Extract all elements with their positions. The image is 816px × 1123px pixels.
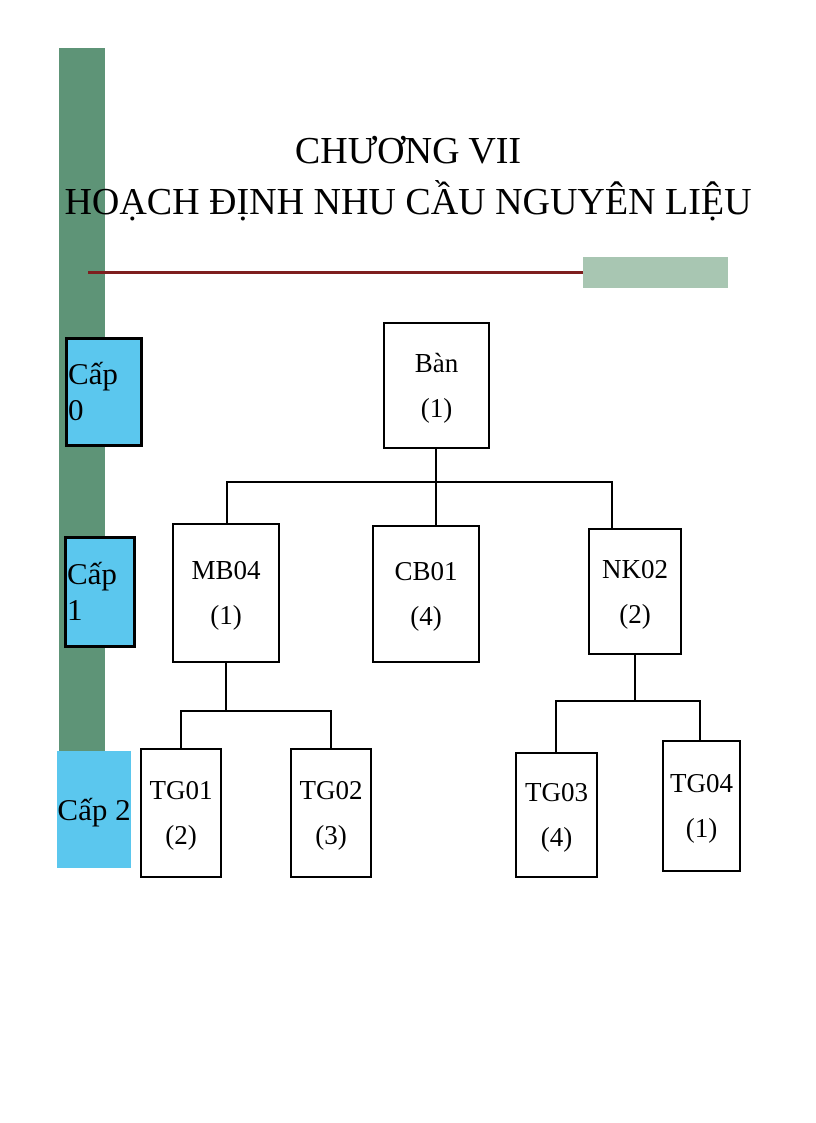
- level-label-cap-0: Cấp 0: [65, 337, 143, 447]
- node-qty: (1): [685, 813, 718, 843]
- title-accent-rect: [583, 257, 728, 288]
- node-name: TG02: [299, 775, 363, 806]
- connector-line: [555, 702, 557, 752]
- node-qty: (4): [410, 601, 442, 631]
- connector-line: [555, 700, 701, 702]
- slide-title: CHƯƠNG VII HOẠCH ĐỊNH NHU CẦU NGUYÊN LIỆ…: [0, 126, 816, 229]
- node-name: TG01: [149, 775, 213, 806]
- title-line-2: HOẠCH ĐỊNH NHU CẦU NGUYÊN LIỆU: [64, 181, 752, 224]
- tree-node-cb01: CB01 (4): [372, 525, 480, 663]
- title-underline: [88, 271, 728, 274]
- node-name: TG03: [525, 777, 588, 808]
- node-qty: (3): [315, 820, 347, 850]
- node-name: Bàn: [414, 347, 459, 378]
- tree-node-ban: Bàn (1): [383, 322, 490, 449]
- tree-node-nk02: NK02 (2): [588, 528, 682, 655]
- tree-node-tg03: TG03 (4): [515, 752, 598, 878]
- connector-line: [226, 483, 228, 523]
- node-qty: (1): [210, 600, 242, 630]
- tree-node-tg01: TG01 (2): [140, 748, 222, 878]
- node-name: NK02: [602, 553, 668, 584]
- tree-node-tg04: TG04 (1): [662, 740, 741, 872]
- connector-line: [435, 483, 437, 525]
- connector-line: [699, 702, 701, 740]
- node-qty: (1): [420, 392, 453, 423]
- level-label-cap-1: Cấp 1: [64, 536, 136, 648]
- tree-node-tg02: TG02 (3): [290, 748, 372, 878]
- node-name: CB01: [394, 556, 458, 587]
- connector-line: [180, 712, 182, 748]
- level-label-text: Cấp 2: [57, 791, 131, 827]
- connector-line: [225, 663, 227, 710]
- level-label-text: Cấp 0: [68, 356, 118, 427]
- node-qty: (2): [619, 598, 651, 629]
- node-name: MB04: [191, 555, 261, 586]
- connector-line: [180, 710, 332, 712]
- connector-line: [634, 655, 636, 700]
- connector-line: [226, 481, 613, 483]
- level-label-cap-2: Cấp 2: [57, 751, 131, 868]
- tree-node-mb04: MB04 (1): [172, 523, 280, 663]
- node-qty: (4): [540, 822, 573, 852]
- connector-line: [435, 449, 437, 482]
- node-qty: (2): [165, 820, 197, 850]
- title-line-1: CHƯƠNG VII: [294, 130, 522, 172]
- node-name: TG04: [670, 768, 733, 799]
- level-label-text: Cấp 1: [67, 556, 117, 627]
- connector-line: [330, 712, 332, 748]
- connector-line: [611, 483, 613, 528]
